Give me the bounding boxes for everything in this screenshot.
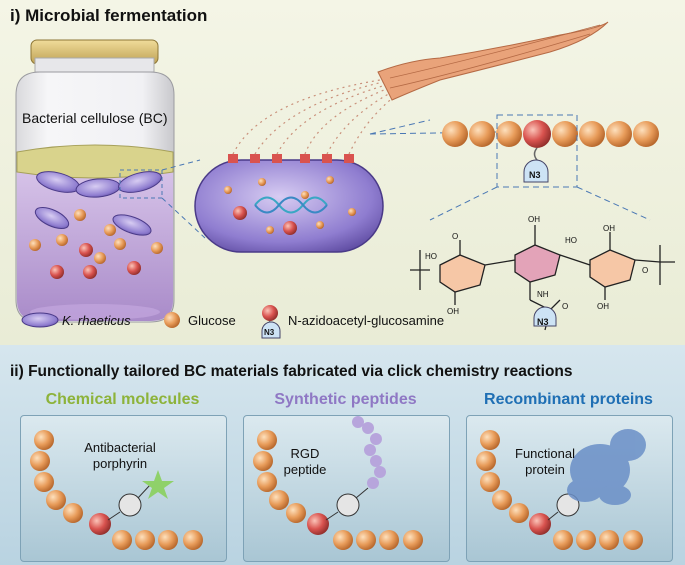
chain-zoom-box — [496, 114, 578, 188]
panel-chemical-chain — [30, 430, 203, 550]
cellulose-chain — [442, 120, 659, 183]
jar-glucose — [29, 209, 163, 264]
panel-peptides-cargo-line2: peptide — [283, 462, 327, 477]
panel-peptides-chain — [253, 416, 423, 550]
cellulose-ribbon — [377, 21, 609, 101]
jar-azido-sugars — [50, 243, 141, 279]
zoom-line-top — [161, 159, 201, 171]
panel-proteins-cargo-line2: protein — [525, 462, 565, 477]
section-i-title: i) Microbial fermentation — [10, 6, 208, 25]
section-ii-title: ii) Functionally tailored BC materials f… — [10, 363, 573, 380]
legend-azido-icon — [262, 305, 278, 321]
dna-strand — [254, 196, 328, 214]
legend-glucose-label: Glucose — [188, 313, 236, 328]
cellulose-fibrils — [232, 79, 396, 155]
legend-azide-label: N3 — [264, 328, 275, 337]
panel-chemical-cargo-line2: porphyrin — [92, 456, 148, 471]
cellulose-structure — [410, 225, 675, 331]
structure-oh-3: OH — [603, 224, 615, 233]
structure-azide-label: N3 — [537, 317, 549, 327]
structure-o-1: O — [452, 232, 459, 241]
peptide-bead — [367, 477, 379, 489]
panel-chemical-cargo-line1: Antibacterial — [84, 440, 156, 455]
legend-icons — [21, 305, 281, 339]
zoom-line-bottom — [161, 197, 206, 239]
panel-proteins-chain — [476, 429, 646, 550]
structure-ho-right: HO — [565, 236, 577, 245]
structure-o-carbonyl: O — [562, 302, 569, 311]
protein-blob — [567, 429, 646, 505]
chain-azide-label: N3 — [529, 170, 541, 180]
legend-azido-label: N-azidoacetyl-glucosamine — [288, 313, 445, 328]
bacterium-cell — [194, 154, 384, 253]
legend-bacterium-label: K. rhaeticus — [62, 313, 131, 328]
panel-title-proteins: Recombinant proteins — [484, 391, 653, 408]
panel-peptides-cargo-line1: RGD — [290, 446, 320, 461]
structure-oh-1: OH — [447, 307, 459, 316]
jar-medium — [17, 162, 173, 321]
structure-ho-left: HO — [425, 252, 437, 261]
porphyrin-star — [142, 470, 174, 499]
structure-azide-tag — [533, 306, 557, 327]
panel-proteins-cargo-line1: Functional — [515, 446, 575, 461]
structure-oh-2: OH — [528, 215, 540, 224]
jar-label: Bacterial cellulose (BC) — [22, 110, 168, 126]
legend-bacterium-icon — [21, 312, 59, 328]
structure-o-end: O — [642, 266, 649, 275]
legend-glucose-icon — [164, 312, 180, 328]
panel-title-chemical: Chemical molecules — [45, 391, 200, 408]
structure-nh: NH — [537, 290, 549, 299]
structure-oh-4: OH — [597, 302, 609, 311]
panel-title-peptides: Synthetic peptides — [274, 391, 417, 408]
jar-bacteria — [34, 169, 163, 236]
